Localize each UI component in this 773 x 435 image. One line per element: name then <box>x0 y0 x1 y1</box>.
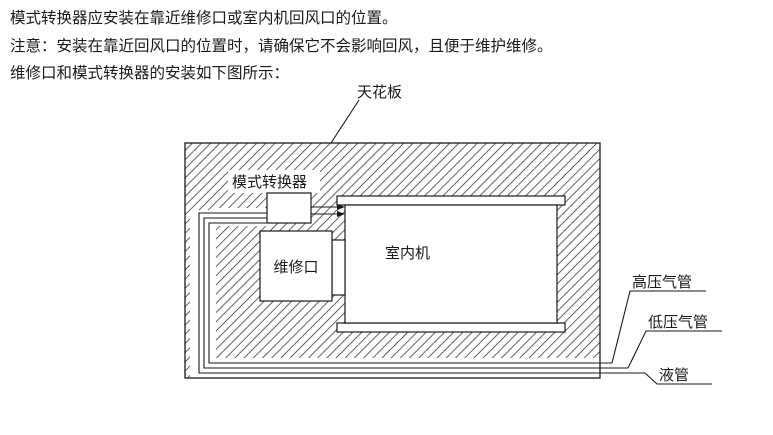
indoor-unit-body <box>344 204 558 324</box>
ceiling-label: 天花板 <box>357 83 402 101</box>
arrow-icon <box>337 204 345 210</box>
pipe-liquid-run <box>198 212 645 374</box>
low-pressure-pipe-label: 低压气管 <box>648 314 708 331</box>
instruction-text: 模式转换器应安装在靠近维修口或室内机回风口的位置。 注意：安装在靠近回风口的位置… <box>10 5 760 88</box>
mode-converter-label: 模式转换器 <box>232 174 307 191</box>
mode-converter-box <box>266 192 312 224</box>
indoor-unit-bottom-flange <box>336 322 566 333</box>
indoor-unit-top-flange <box>336 195 566 206</box>
ceiling-slab-border <box>184 142 601 379</box>
pipe-label-leaders <box>611 290 722 385</box>
liquid-leader-line <box>644 372 712 385</box>
connection-block <box>331 239 346 296</box>
service-port-box <box>259 230 333 302</box>
mode-converter-label-bg <box>228 170 320 193</box>
high-pressure-pipe-label: 高压气管 <box>632 274 692 291</box>
converter-to-unit-connections <box>311 204 345 217</box>
low-pressure-leader-line <box>627 330 722 369</box>
pipe-low-pressure-run <box>203 217 628 369</box>
arrow-icon <box>337 211 345 217</box>
instruction-line-1: 模式转换器应安装在靠近维修口或室内机回风口的位置。 <box>10 10 398 27</box>
service-port-label: 维修口 <box>273 259 318 276</box>
refrigerant-pipes <box>198 212 645 374</box>
ceiling-leader-line <box>330 99 360 144</box>
high-pressure-leader-line <box>611 290 706 364</box>
instruction-line-3: 维修口和模式转换器的安装如下图所示： <box>10 65 290 82</box>
pipe-channel-vertical <box>190 210 216 378</box>
pipe-high-pressure-run <box>208 222 612 364</box>
instruction-line-2: 注意：安装在靠近回风口的位置时，请确保它不会影响回风，且便于维护维修。 <box>10 37 553 55</box>
liquid-pipe-label: 液管 <box>659 367 689 384</box>
indoor-unit-label: 室内机 <box>385 245 430 262</box>
